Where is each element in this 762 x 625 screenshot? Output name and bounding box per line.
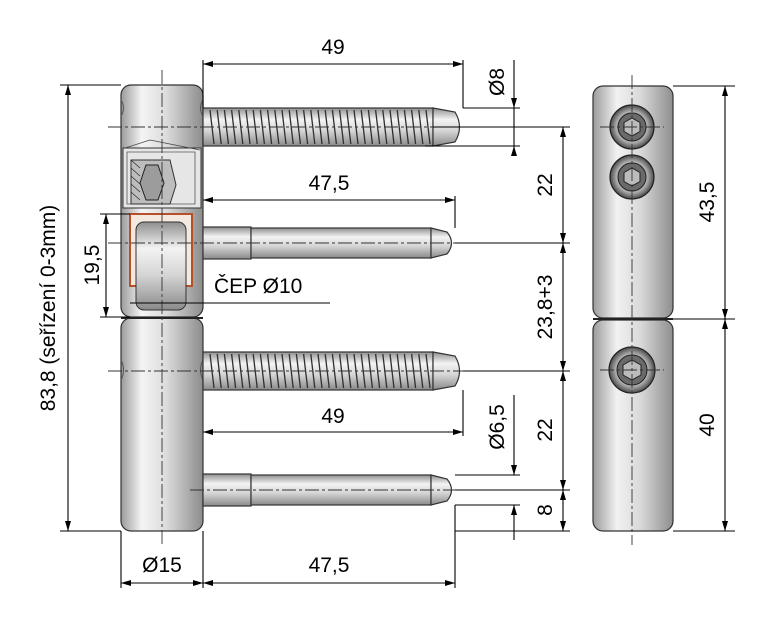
center-lines-front xyxy=(108,70,470,545)
dim-side-lower-height: 40 xyxy=(696,413,719,436)
dim-pin-upper-length: 47,5 xyxy=(309,172,350,195)
thread-line xyxy=(281,353,287,389)
thread-line xyxy=(396,353,402,389)
dim-pin-spacing-upper: 22 xyxy=(534,173,557,196)
thread-line xyxy=(259,109,266,145)
thread-line xyxy=(374,353,381,389)
thread-line xyxy=(288,109,294,145)
thread-line xyxy=(403,109,410,145)
dim-screw-top-diameter: Ø8 xyxy=(486,68,509,96)
dim-barrel-diameter: Ø15 xyxy=(142,554,182,577)
dim-pin-lower-offset: 8 xyxy=(534,504,557,516)
dim-pin-lower-length: 47,5 xyxy=(309,554,350,577)
dim-side-upper-height: 43,5 xyxy=(696,182,719,223)
dim-screw-bottom-length: 49 xyxy=(321,405,344,428)
dimension-lines xyxy=(60,60,735,588)
thread-line xyxy=(396,109,402,145)
thread-line xyxy=(281,109,287,145)
thread-line xyxy=(310,109,316,145)
section-cutaway xyxy=(122,139,202,311)
thread-line xyxy=(425,109,431,145)
thread-line xyxy=(310,353,316,389)
thread-line xyxy=(403,353,410,389)
dim-screw-bottom-diameter: Ø6,5 xyxy=(486,404,509,450)
thread-line xyxy=(288,353,294,389)
barrel-grooves xyxy=(120,99,204,381)
dim-screw-top-length: 49 xyxy=(321,36,344,59)
thread-line xyxy=(425,353,431,389)
dim-pin-spacing-lower: 22 xyxy=(534,418,557,441)
thread-line xyxy=(374,109,381,145)
pin-label: ČEP Ø10 xyxy=(214,275,302,298)
center-lines-side xyxy=(600,75,664,545)
dimension-arrows xyxy=(65,61,728,586)
dim-adjust-height: 23,8+3 xyxy=(534,275,557,340)
dim-height-upper-part: 19,5 xyxy=(81,245,104,286)
thread-line xyxy=(259,353,266,389)
dim-total-height: 83,8 (seřízení 0-3mm) xyxy=(37,205,60,412)
